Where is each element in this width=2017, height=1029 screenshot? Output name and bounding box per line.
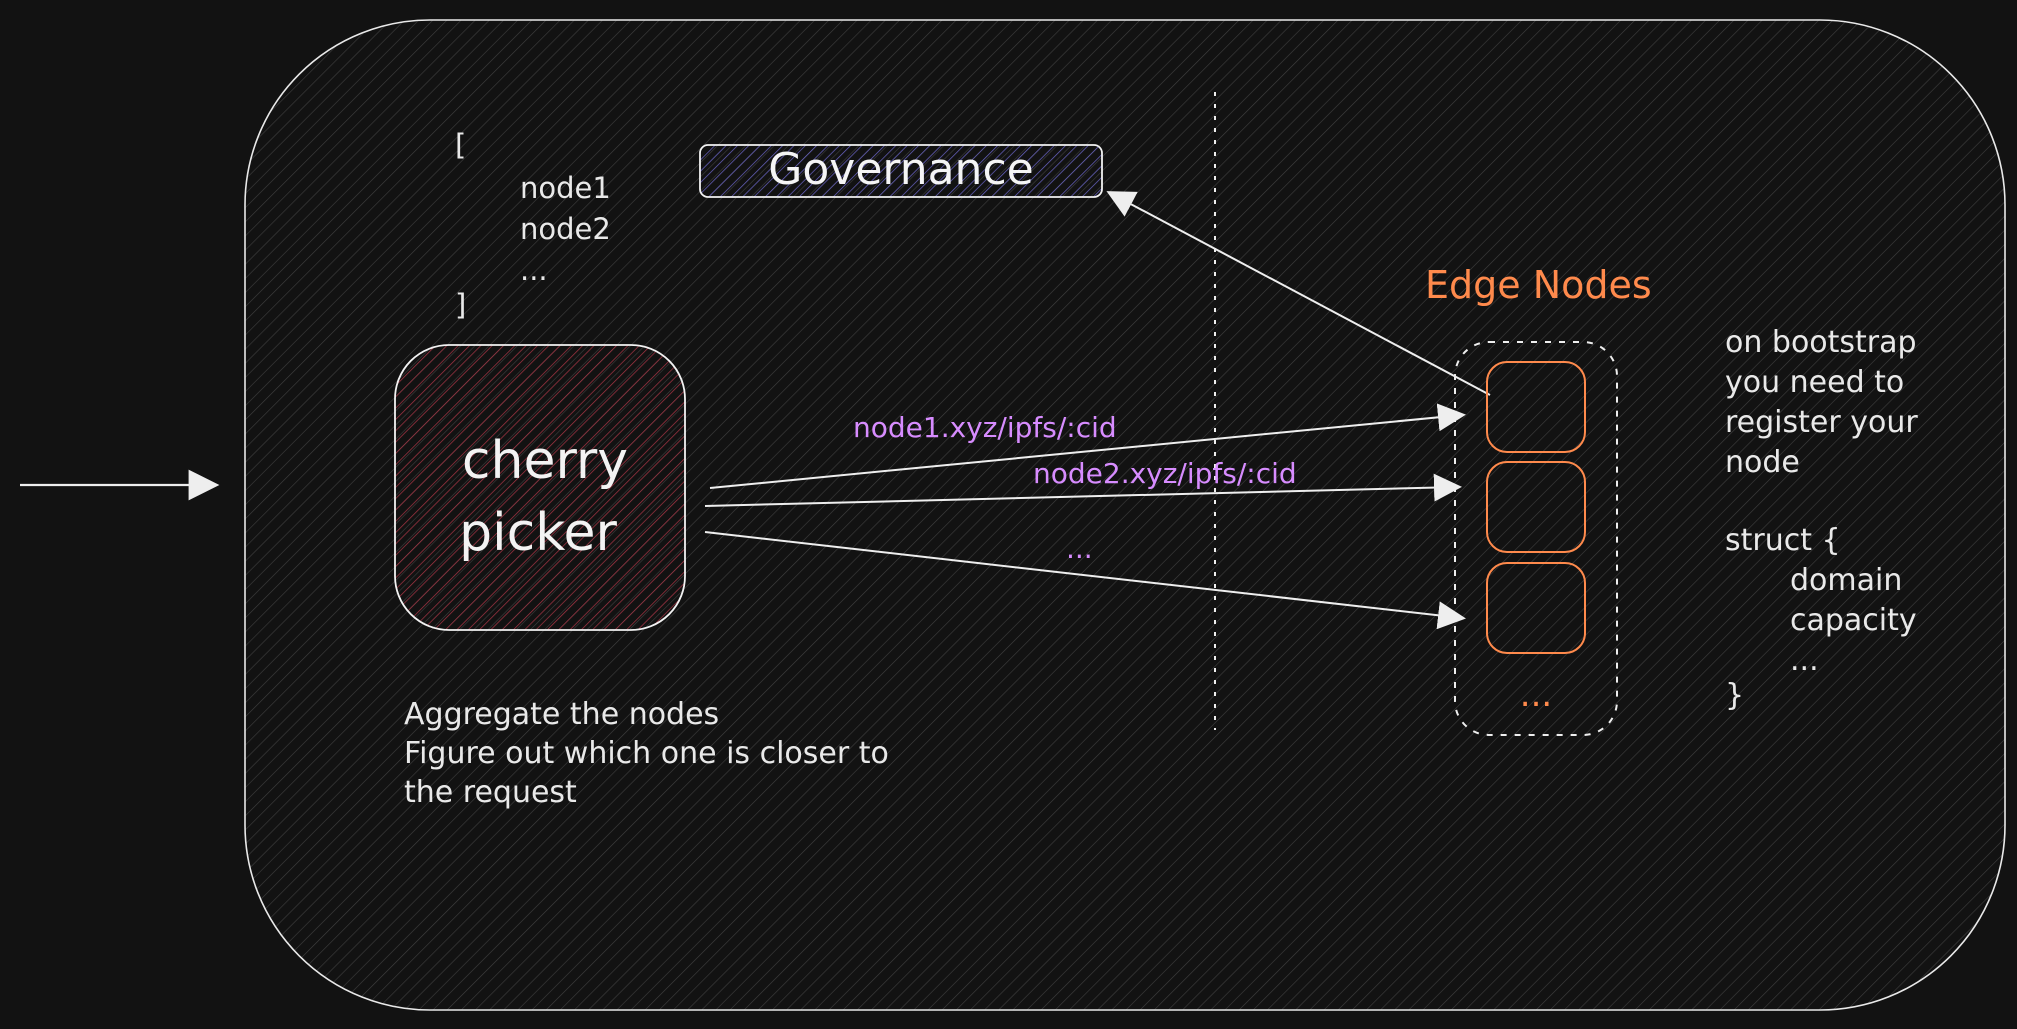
system-boundary <box>244 19 2006 1011</box>
node-list-item-3: ... <box>520 253 548 287</box>
cherry-picker-label-line-1: cherry <box>462 431 628 491</box>
edge-nodes-more: ... <box>1520 675 1552 715</box>
route-label-2: node2.xyz/ipfs/:cid <box>1033 457 1297 490</box>
edge-nodes-group[interactable] <box>1454 341 1618 736</box>
struct-field-1: domain <box>1790 563 1902 598</box>
cherry-picker-box[interactable] <box>394 344 686 631</box>
bootstrap-note-line-1: on bootstrap <box>1725 325 1917 360</box>
node-list-item-1: node1 <box>520 171 611 205</box>
cherry-picker-label-line-2: picker <box>459 503 617 563</box>
struct-field-2: capacity <box>1790 603 1917 638</box>
node-list-close-bracket: ] <box>455 288 466 322</box>
node-list-open-bracket: [ <box>455 128 466 162</box>
edge-node-box-1[interactable] <box>1486 361 1586 453</box>
description-line-3: the request <box>404 775 577 810</box>
system-boundary-fill <box>245 20 2005 1010</box>
bootstrap-note-line-3: register your <box>1725 405 1918 440</box>
edge-nodes-title: Edge Nodes <box>1425 263 1652 307</box>
struct-field-3: ... <box>1790 643 1819 678</box>
struct-open: struct { <box>1725 523 1841 558</box>
struct-close: } <box>1725 678 1744 713</box>
description-line-1: Aggregate the nodes <box>404 697 719 732</box>
route-label-1: node1.xyz/ipfs/:cid <box>853 411 1117 444</box>
description-line-2: Figure out which one is closer to <box>404 736 889 771</box>
bootstrap-note-line-4: node <box>1725 445 1800 480</box>
edge-to-governance-arrow <box>1106 191 1491 396</box>
edge-node-box-2[interactable] <box>1486 461 1586 553</box>
node-list-item-2: node2 <box>520 212 611 246</box>
route-label-3: ... <box>1066 532 1093 565</box>
edge-node-box-3[interactable] <box>1486 562 1586 654</box>
route-arrow-2 <box>704 473 1462 507</box>
governance-box[interactable] <box>699 144 1103 198</box>
governance-label: Governance <box>768 144 1033 195</box>
route-arrow-1 <box>709 403 1466 489</box>
bootstrap-note-line-2: you need to <box>1725 365 1904 400</box>
route-arrow-3 <box>704 531 1466 630</box>
